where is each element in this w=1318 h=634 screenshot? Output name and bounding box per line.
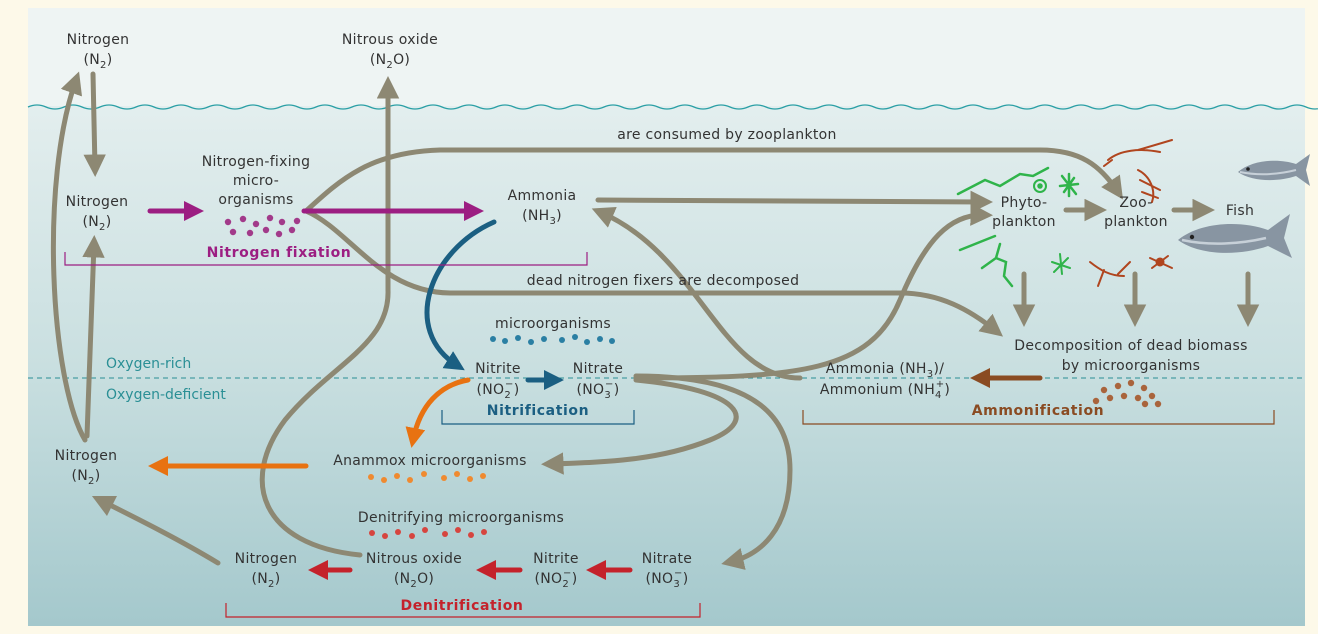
label-microorganisms: microorganisms [495,316,611,332]
arrow-consumed-by-zooplankton [303,147,1123,214]
label-nitrous-oxide-atmosphere-formula: (N2O) [370,52,410,71]
arrow-nitrite-to-anammox [405,377,471,448]
label-nitrogen-atmosphere: Nitrogen [67,32,130,48]
label-denitrifying: Denitrifying microorganisms [358,510,564,526]
nitrifying-microorganisms-dots [490,334,615,345]
label-nitrite-formula: (NO2−) [477,379,520,401]
nitrogen-fixation-bracket [64,252,588,266]
arrow-deep-n2-to-surface-n2 [82,235,105,439]
zooplankton-illustration [1089,139,1173,287]
label-decomposition-2: by microorganisms [1062,358,1201,374]
label-denit-nitrite-formula: (NO2−) [535,568,578,590]
nitrification-bracket [441,410,635,425]
label-nitrate-formula: (NO3−) [577,379,620,401]
label-denit-nitrous-oxide: Nitrous oxide [366,551,462,567]
label-denit-nitrite: Nitrite [533,551,579,567]
label-denit-nitrogen: Nitrogen [235,551,298,567]
label-zoo-1: Zoo- [1119,195,1152,211]
label-ammonia: Ammonia [508,188,577,204]
ammonification-bracket [802,410,1275,425]
water-surface-wave [27,104,1318,110]
arrow-ammonia-to-nitrite [424,219,497,371]
label-dead-fixers: dead nitrogen fixers are decomposed [527,273,800,289]
label-nitrogen-fixation: Nitrogen fixation [207,245,352,261]
arrow-deep-n2-to-atmosphere [50,71,88,443]
label-nitrogen-deep: Nitrogen [55,448,118,464]
fish-illustration [1178,154,1310,258]
arrow-dead-fixers-decomposed [303,208,1004,337]
label-anammox: Anammox microorganisms [333,453,527,469]
label-denit-nitrate-formula: (NO3−) [646,568,689,590]
label-denit-nitrous-oxide-formula: (N2O) [394,571,434,590]
label-nitrite: Nitrite [475,361,521,377]
label-fixers-3: organisms [218,192,293,208]
label-fish: Fish [1226,203,1254,219]
label-denitrification: Denitrification [401,598,524,614]
arrow-nitrate-to-anammox [541,377,739,475]
label-phyto-2: plankton [992,214,1056,230]
label-consumed-by-zooplankton: are consumed by zooplankton [617,127,836,143]
phytoplankton-illustration [956,166,1080,288]
label-fixers-1: Nitrogen-fixing [202,154,311,170]
label-nitrification: Nitrification [487,403,589,419]
label-oxygen-rich: Oxygen-rich [106,356,191,372]
arrow-denit-n2-to-deep-n2 [91,495,221,566]
arrow-nitrate-to-phytoplankton [633,203,993,381]
anammox-dots [368,471,486,483]
sky-background [28,8,1305,108]
label-phyto-1: Phyto- [1001,195,1048,211]
label-ammonium-1: Ammonia (NH3)/ [826,361,944,380]
label-nitrogen-surface: Nitrogen [66,194,129,210]
arrow-ammonia-to-phytoplankton [595,190,993,214]
arrow-nitrate-to-deep-nitrate [633,373,793,570]
water-background [28,106,1305,626]
denitrification-bracket [225,603,701,618]
denitrifying-dots [369,527,487,539]
label-oxygen-deficient: Oxygen-deficient [106,387,226,403]
label-decomposition-1: Decomposition of dead biomass [1014,338,1247,354]
label-denit-nitrate: Nitrate [642,551,692,567]
nitrogen-fixers-dots [224,214,301,238]
label-nitrate: Nitrate [573,361,623,377]
arrow-n2-atmosphere-to-water [83,71,106,177]
arrow-n2o-to-atmosphere [259,76,400,558]
decomposer-dots [1092,379,1162,408]
label-fixers-2: micro- [233,173,279,189]
label-zoo-2: plankton [1104,214,1168,230]
label-ammonification: Ammonification [972,403,1105,419]
label-ammonium-2: Ammonium (NH4+) [820,379,950,401]
label-nitrous-oxide-atmosphere: Nitrous oxide [342,32,438,48]
